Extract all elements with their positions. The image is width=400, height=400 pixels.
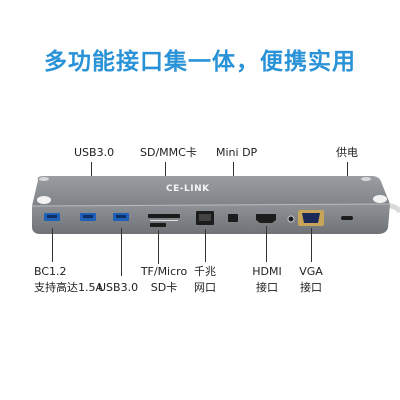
leader-vga [311, 228, 312, 262]
label-usb30-bottom: USB3.0 [98, 281, 139, 294]
leader-bc12 [52, 228, 53, 262]
label-tf-card-line1: TF/Micro [140, 265, 188, 278]
sd-card-slot [148, 214, 180, 221]
label-vga: VGA 接口 [296, 264, 326, 296]
label-bc12-line2: 支持高达1.5A [34, 281, 104, 294]
leader-hdmi [266, 226, 267, 262]
leader-usb30-top [91, 162, 92, 206]
label-bc12: BC1.2 支持高达1.5A [34, 264, 103, 296]
usb-a-port-bc12 [44, 213, 60, 221]
hdmi-port [256, 214, 276, 223]
leader-usb30-bottom [121, 228, 122, 276]
usb-a-port-2 [113, 213, 129, 221]
label-hdmi: HDMI 接口 [251, 264, 283, 296]
vga-port [298, 210, 324, 226]
leader-mini-dp [233, 162, 234, 208]
audio-jack [287, 215, 295, 223]
brand-logo: CE-LINK [166, 184, 210, 194]
usb-c-power-port [341, 216, 353, 220]
label-hdmi-line2: 接口 [256, 281, 278, 294]
label-bc12-line1: BC1.2 [34, 265, 67, 278]
label-mini-dp: Mini DP [216, 146, 258, 159]
label-sd-mmc: SD/MMC卡 [140, 146, 197, 159]
label-vga-line1: VGA [299, 265, 323, 278]
label-usb30-top: USB3.0 [74, 146, 115, 159]
label-lan: 千兆 网口 [190, 264, 220, 296]
label-power: 供电 [336, 146, 358, 159]
ethernet-port [196, 211, 214, 225]
tf-card-slot [150, 223, 166, 227]
label-vga-line2: 接口 [300, 281, 322, 294]
label-tf-card: TF/Micro SD卡 [138, 264, 190, 296]
usb-a-port-1 [80, 213, 96, 221]
label-tf-card-line2: SD卡 [150, 281, 178, 294]
label-lan-line1: 千兆 [194, 265, 216, 278]
mini-displayport [228, 214, 238, 222]
label-hdmi-line1: HDMI [252, 265, 282, 278]
product-headline: 多功能接口集一体，便携实用 [44, 49, 356, 75]
label-lan-line2: 网口 [194, 281, 216, 294]
leader-power [347, 162, 348, 205]
leader-lan [205, 229, 206, 262]
leader-tf-card [158, 230, 159, 264]
